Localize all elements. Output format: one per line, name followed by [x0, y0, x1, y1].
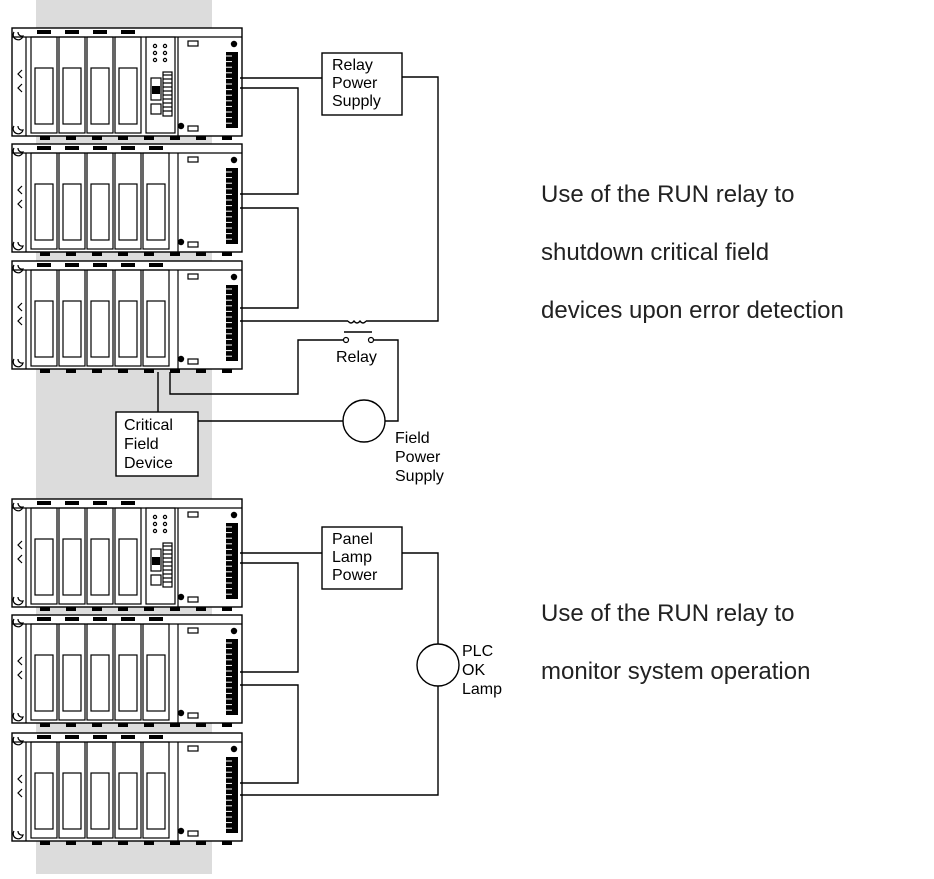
caption-top-line-3: devices upon error detection [541, 297, 844, 324]
field-supply-line-1: Field [395, 430, 430, 447]
plc-rack-1 [11, 27, 243, 140]
relay-power-supply-box: Relay Power Supply [321, 52, 403, 116]
caption-top-line-1: Use of the RUN relay to [541, 181, 795, 208]
panel-power-line-3: Power [332, 567, 378, 584]
caption-top-line-2: shutdown critical field [541, 239, 770, 266]
plc-ok-lamp-line-1: PLC [462, 643, 493, 660]
relay-label: Relay [336, 349, 377, 366]
plc-rack-5 [11, 614, 243, 727]
relay-supply-line-1: Relay [332, 57, 373, 74]
plc-ok-lamp-line-3: Lamp [462, 681, 502, 698]
plc-racks [11, 27, 243, 845]
plc-rack-4 [11, 498, 243, 611]
plc-ok-lamp-symbol [416, 643, 460, 687]
device-line-3: Device [124, 455, 173, 472]
panel-lamp-power-box: Panel Lamp Power [321, 526, 403, 590]
wire-panel-power-to-lamp [402, 552, 439, 644]
caption-bottom: Use of the RUN relay to monitor system o… [541, 570, 810, 715]
bottom-wiring [240, 552, 460, 796]
device-line-1: Critical [124, 417, 173, 434]
device-line-2: Field [124, 436, 159, 453]
plc-ok-lamp-line-2: OK [462, 662, 485, 679]
plc-rack-6 [11, 732, 243, 845]
wire-lamp-to-rack6 [240, 686, 439, 796]
wire-rack2-to-rack3 [240, 207, 299, 309]
wire-rack5-to-rack6 [240, 684, 299, 784]
caption-top: Use of the RUN relay to shutdown critica… [541, 151, 844, 354]
relay-supply-line-2: Power [332, 75, 378, 92]
panel-power-line-2: Lamp [332, 549, 372, 566]
relay-contact-left [342, 336, 350, 344]
panel-power-line-1: Panel [332, 531, 373, 548]
critical-field-device-box: Critical Field Device [115, 411, 199, 477]
field-supply-line-2: Power [395, 449, 441, 466]
caption-bottom-line-2: monitor system operation [541, 658, 811, 685]
wire-contact-right [374, 339, 399, 422]
plc-rack-3 [11, 260, 243, 373]
wire-rack1-lower [240, 87, 299, 195]
relay-contact-right [367, 336, 375, 344]
wire-supply-to-coil [366, 76, 439, 322]
wire-contact-left [169, 339, 343, 395]
wire-rack4-to-rack5 [240, 562, 299, 673]
field-power-supply-symbol [342, 399, 386, 443]
top-wiring [157, 76, 439, 443]
field-supply-line-3: Supply [395, 468, 444, 485]
plc-rack-2 [11, 143, 243, 256]
caption-bottom-line-1: Use of the RUN relay to [541, 600, 795, 627]
relay-supply-line-3: Supply [332, 93, 381, 110]
relay-coil [347, 319, 367, 324]
